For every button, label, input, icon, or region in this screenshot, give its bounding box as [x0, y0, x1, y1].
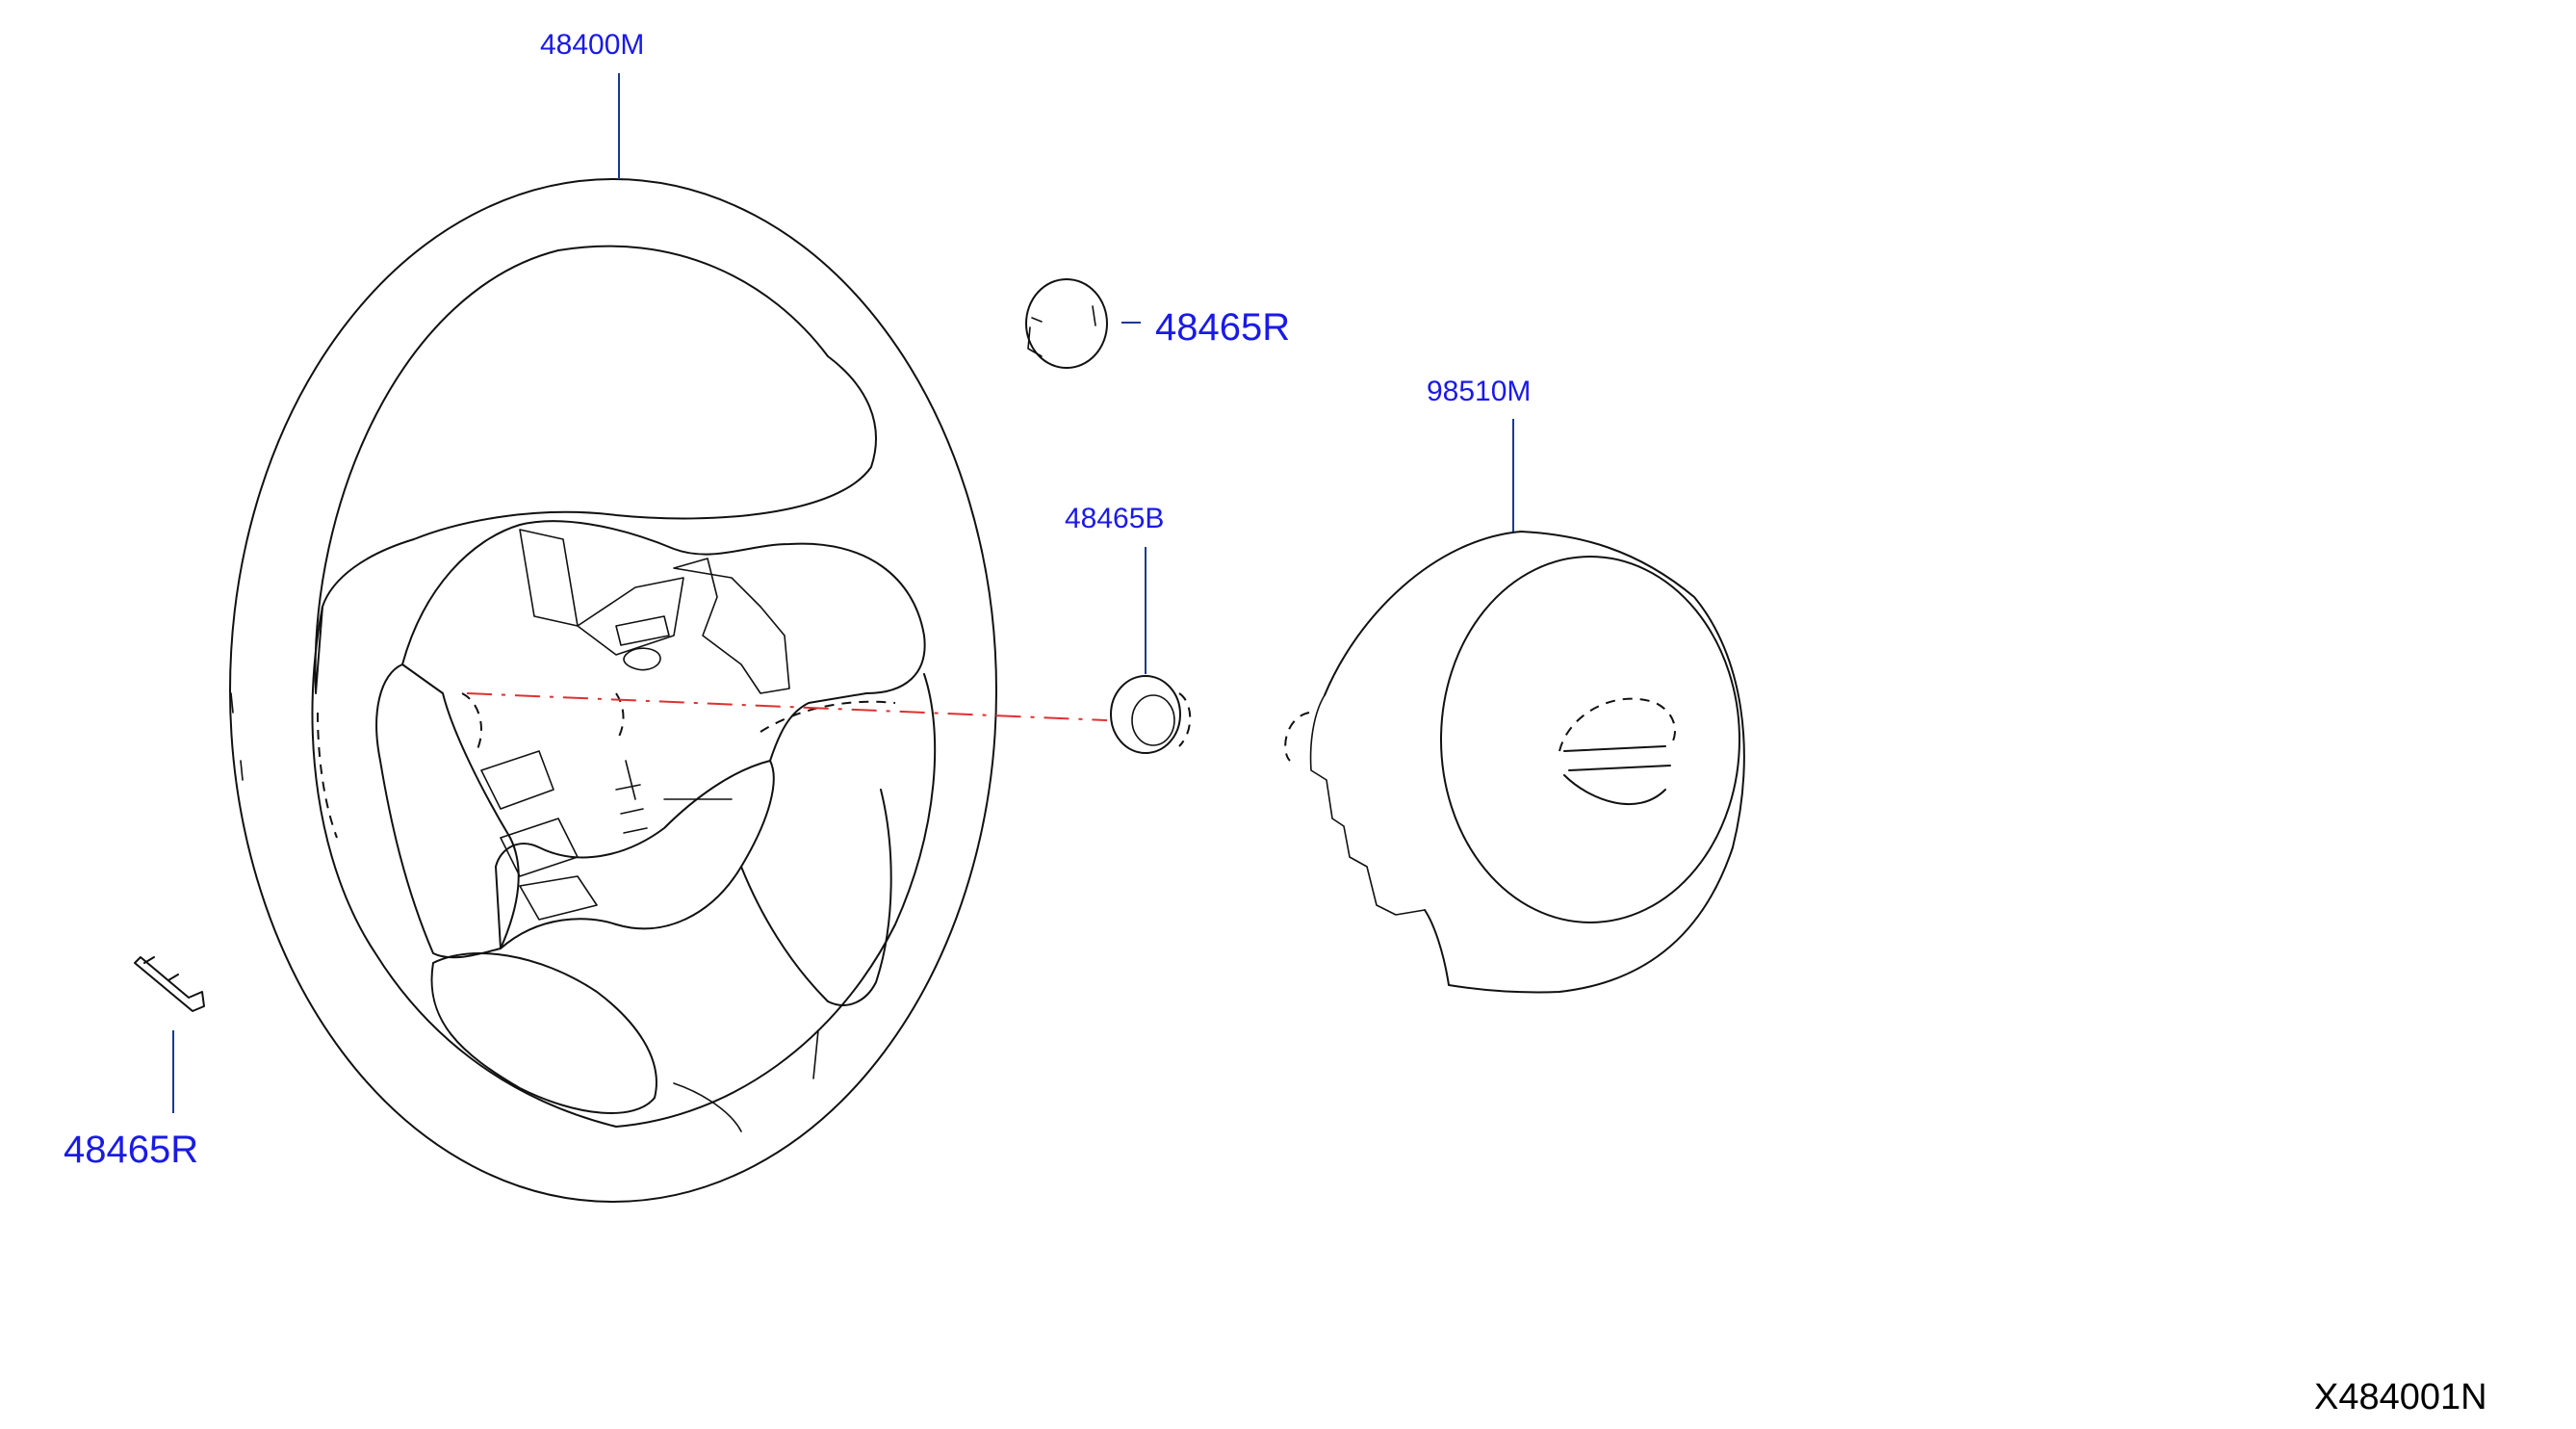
airbag-mount-steps — [1309, 694, 1426, 916]
hub-hidden-edges — [317, 692, 896, 839]
cap-tab-detail — [1027, 305, 1096, 357]
diagram-code: X484001N — [2314, 1377, 2487, 1417]
switch-cluster-left — [480, 750, 598, 921]
wheel-hub-outline — [401, 520, 926, 762]
wheel-left-spoke — [375, 663, 520, 959]
callout-clip-lower[interactable]: 48465R — [64, 1129, 199, 1171]
airbag-module-drawing — [1284, 531, 1745, 994]
clip-outline — [134, 956, 205, 1012]
emblem-lower — [1563, 745, 1671, 805]
rim-seam-lower — [673, 1082, 742, 1132]
bushing-outer — [1110, 675, 1181, 754]
airbag-hidden-edge — [1284, 712, 1310, 762]
wheel-outer-rim — [229, 178, 997, 1203]
wheel-right-spoke — [740, 789, 892, 1006]
rim-break-left — [230, 692, 244, 781]
clip-drawing — [134, 956, 205, 1012]
wheel-inner-rim — [314, 245, 877, 694]
callout-steering-wheel[interactable]: 48400M — [540, 29, 645, 61]
bushing-inner — [1131, 694, 1175, 746]
emblem-upper — [1558, 697, 1676, 752]
bushing-hidden — [1178, 692, 1192, 747]
callout-airbag-module[interactable]: 98510M — [1427, 376, 1532, 407]
steering-wheel-drawing — [229, 178, 997, 1203]
bushing-drawing — [1110, 675, 1192, 754]
wheel-lower-grip — [430, 952, 657, 1114]
wheel-bottom-spoke — [495, 760, 775, 949]
center-axis-line — [466, 692, 1108, 721]
callout-bushing[interactable]: 48465B — [1065, 503, 1165, 534]
cap-drawing — [1025, 278, 1108, 369]
hub-top-block — [519, 529, 684, 656]
wheel-lower-bowl — [311, 606, 937, 1128]
cap-outline — [1025, 278, 1108, 369]
callout-cap-upper[interactable]: 48465R — [1155, 306, 1291, 349]
switch-cluster-top — [615, 615, 670, 671]
airbag-cover-face — [1440, 556, 1740, 923]
switch-cluster-right — [615, 760, 733, 834]
rim-seam-right — [812, 1029, 819, 1079]
hub-right-block — [673, 558, 790, 694]
airbag-housing — [1324, 531, 1745, 994]
